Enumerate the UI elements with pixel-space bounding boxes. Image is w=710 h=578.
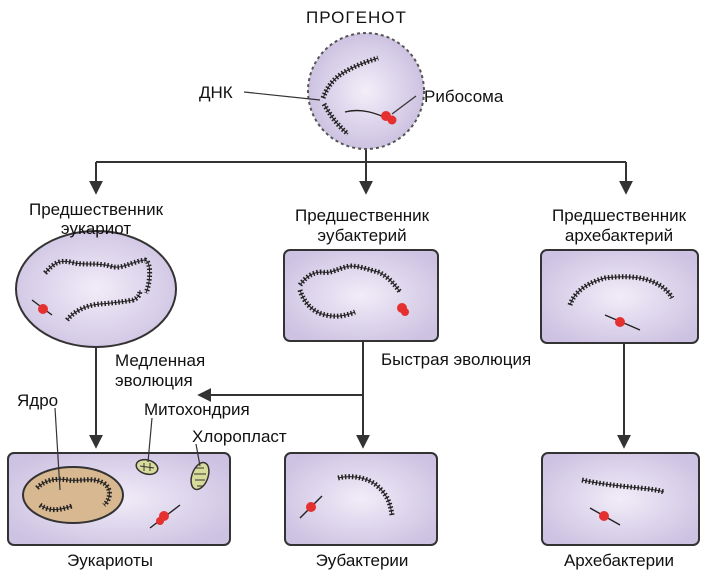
eubacteria-ancestor-label-1: Предшественник bbox=[272, 206, 452, 225]
eukaryote-cell bbox=[8, 453, 230, 545]
archaebacteria-ancestor-label-1: Предшественник bbox=[528, 206, 710, 225]
fast-evolution-label: Быстрая эволюция bbox=[381, 350, 531, 369]
slow-evolution-label-2: эволюция bbox=[115, 371, 193, 390]
mitochondrion-label: Митохондрия bbox=[144, 400, 250, 419]
eukaryotes-label: Эукариоты bbox=[20, 551, 200, 570]
ribosome-label: Рибосома bbox=[424, 87, 503, 106]
chloroplast-label: Хлоропласт bbox=[192, 427, 287, 446]
archaebacteria-ancestor-label-2: архебактерий bbox=[528, 226, 710, 245]
slow-evolution-label-1: Медленная bbox=[115, 351, 205, 370]
progenote-title: ПРОГЕНОТ bbox=[306, 8, 407, 27]
eukaryote-ancestor-cell bbox=[16, 231, 176, 347]
eubacteria-ancestor-cell bbox=[284, 250, 438, 341]
archaebacteria-label: Архебактерии bbox=[528, 551, 710, 570]
archaebacteria-ancestor-cell bbox=[541, 250, 698, 343]
archaebacteria-cell bbox=[542, 453, 699, 545]
eubacteria-cell bbox=[285, 453, 437, 545]
nucleus-label: Ядро bbox=[17, 391, 58, 410]
eukaryote-ancestor-label-2: эукариот bbox=[0, 219, 192, 238]
eukaryote-ancestor-label-1: Предшественник bbox=[0, 200, 192, 219]
eubacteria-label: Эубактерии bbox=[272, 551, 452, 570]
nucleus bbox=[23, 467, 123, 523]
progenote-cell bbox=[308, 33, 424, 149]
eubacteria-ancestor-label-2: эубактерий bbox=[272, 226, 452, 245]
dna-label: ДНК bbox=[199, 83, 233, 102]
